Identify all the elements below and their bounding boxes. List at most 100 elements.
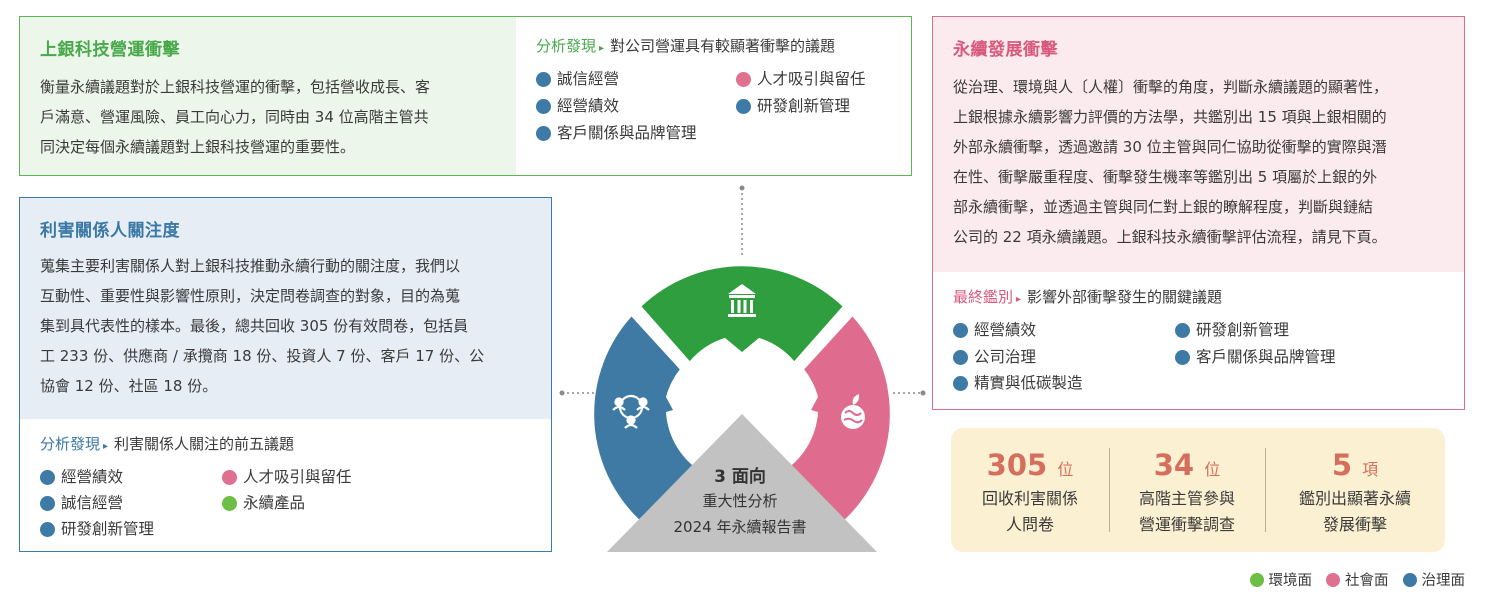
issue-item: 經營績效 <box>536 95 619 117</box>
legend-item-governance: 治理面 <box>1402 569 1466 590</box>
governance-dot-icon <box>1175 322 1190 338</box>
stakeholder-title: 利害關係人關注度 <box>40 221 180 241</box>
environment-dot-icon <box>222 495 237 511</box>
operations-impact-panel: 上銀科技營運衝擊 衡量永續議題對於上銀科技營運的衝擊，包括營收成長、客 戶滿意、… <box>19 16 912 176</box>
arrow-right-icon: ▸ <box>599 43 605 54</box>
governance-dot-icon <box>536 125 551 141</box>
issue-item: 研發創新管理 <box>736 95 850 117</box>
stakeholder-finding-heading: 分析發現▸ 利害關係人關注的前五議題 <box>40 433 531 458</box>
impact-description: 永續發展衝擊 從治理、環境與人〔人權〕衝擊的角度，判斷永續議題的顯著性， 上銀根… <box>933 17 1464 272</box>
issue-item: 客戶關係與品牌管理 <box>1175 346 1336 368</box>
issue-label: 客戶關係與品牌管理 <box>557 124 697 142</box>
connector-dot <box>559 390 565 396</box>
issue-label: 誠信經營 <box>557 70 620 88</box>
stakeholder-body-line: 蒐集主要利害關係人對上銀科技推動永續行動的關注度，我們以 <box>40 257 461 275</box>
issue-label: 客戶關係與品牌管理 <box>1196 348 1336 366</box>
issue-item: 客戶關係與品牌管理 <box>536 122 697 144</box>
stat-label: 高階主管參與 <box>1138 489 1235 508</box>
stat-label: 人問卷 <box>1005 515 1054 534</box>
stakeholder-body-line: 集到具代表性的樣本。最後，總共回收 305 份有效問卷，包括員 <box>40 317 469 335</box>
issue-label: 研發創新管理 <box>1196 321 1290 339</box>
stat-divider <box>1109 448 1110 532</box>
social-dot-icon <box>736 71 751 87</box>
issue-item: 研發創新管理 <box>1175 319 1289 341</box>
governance-dot-icon <box>1402 572 1417 587</box>
social-dot-icon <box>1326 572 1340 587</box>
governance-dot-icon <box>536 71 551 87</box>
social-dot-icon <box>222 469 237 485</box>
stakeholder-body-line: 協會 12 份、社區 18 份。 <box>40 377 218 395</box>
finding-text: 對公司營運具有較顯著衝擊的議題 <box>610 37 836 55</box>
institution-icon <box>728 284 756 317</box>
stakeholder-findings: 分析發現▸ 利害關係人關注的前五議題 經營績效 人才吸引與留任 誠信經營 永續產品… <box>20 419 551 551</box>
issue-item: 人才吸引與留任 <box>222 466 352 488</box>
impact-body-line: 在性、衝擊嚴重程度、衝擊發生機率等鑑別出 5 項屬於上銀的外 <box>953 168 1378 186</box>
governance-ring-segment-top <box>641 266 843 362</box>
materiality-ring-diagram <box>559 185 926 552</box>
stat-number: 5 <box>1331 448 1353 482</box>
stakeholder-description: 利害關係人關注度 蒐集主要利害關係人對上銀科技推動永續行動的關注度，我們以 互動… <box>20 198 551 419</box>
impact-body-line: 從治理、環境與人〔人權〕衝擊的角度，判斷永續議題的顯著性， <box>953 78 1389 96</box>
impact-body-line: 公司的 22 項永續議題。上銀科技永續衝擊評估流程，請見下頁。 <box>953 228 1387 246</box>
stat-unit: 位 <box>1057 460 1074 479</box>
impact-title: 永續發展衝擊 <box>953 40 1058 60</box>
issue-label: 研發創新管理 <box>61 520 155 538</box>
stat-questionnaires: 305 位 回收利害關係人問卷 <box>951 428 1109 552</box>
governance-dot-icon <box>1175 349 1190 365</box>
stat-label: 營運衝擊調查 <box>1138 515 1235 534</box>
stat-label: 回收利害關係 <box>981 489 1078 508</box>
governance-dot-icon <box>953 322 968 338</box>
finding-tag: 分析發現 <box>536 37 597 55</box>
stat-executives: 34 位 高階主管參與營運衝擊調查 <box>1109 428 1265 552</box>
legend-item-environment: 環境面 <box>1249 569 1313 590</box>
impact-ring-segment-right <box>779 316 890 534</box>
operations-body-line: 戶滿意、營運風險、員工向心力，同時由 34 位高階主管共 <box>40 108 429 126</box>
finding-text: 影響外部衝擊發生的關鍵議題 <box>1027 288 1223 306</box>
issue-label: 誠信經營 <box>61 494 124 512</box>
finding-tag: 最終鑑別 <box>953 288 1014 306</box>
arrow-right-icon: ▸ <box>103 441 109 452</box>
impact-findings: 最終鑑別▸ 影響外部衝擊發生的關鍵議題 經營績效 研發創新管理 公司治理 客戶關係… <box>933 272 1464 409</box>
environment-dot-icon <box>1249 572 1264 587</box>
issue-item: 研發創新管理 <box>40 518 154 540</box>
impact-body-line: 部永續衝擊，並透過主管與同仁對上銀的瞭解程度，判斷與鏈結 <box>953 198 1374 216</box>
legend-label: 社會面 <box>1345 573 1389 589</box>
stakeholder-body-line: 工 233 份、供應商 / 承攬商 18 份、投資人 7 份、客戶 17 份、公 <box>40 347 485 365</box>
legend: 環境面 社會面 治理面 <box>1249 569 1466 590</box>
issue-label: 經營績效 <box>61 468 124 486</box>
issue-label: 精實與低碳製造 <box>974 374 1083 392</box>
issue-label: 經營績效 <box>557 97 620 115</box>
stakeholder-body-line: 互動性、重要性與影響性原則，決定問卷調查的對象，目的為蒐 <box>40 287 461 305</box>
people-network-icon <box>612 394 650 429</box>
legend-item-social: 社會面 <box>1326 569 1389 590</box>
operations-title: 上銀科技營運衝擊 <box>40 40 180 60</box>
stat-impacts: 5 項 鑑別出顯著永續發展衝擊 <box>1265 428 1445 552</box>
stat-divider <box>1265 448 1266 532</box>
finding-tag: 分析發現 <box>40 435 101 453</box>
governance-dot-icon <box>736 98 751 114</box>
governance-dot-icon <box>40 495 55 511</box>
stat-unit: 位 <box>1204 460 1221 479</box>
connector-dot <box>739 185 745 191</box>
issue-item: 永續產品 <box>222 492 305 514</box>
center-triangle <box>607 414 877 552</box>
issue-label: 人才吸引與留任 <box>243 468 352 486</box>
connector-dot <box>920 390 926 396</box>
issue-label: 公司治理 <box>974 348 1037 366</box>
issue-item: 經營績效 <box>953 319 1036 341</box>
governance-dot-icon <box>40 469 55 485</box>
stat-label: 發展衝擊 <box>1322 515 1387 534</box>
issue-item: 誠信經營 <box>536 68 619 90</box>
legend-label: 治理面 <box>1421 573 1466 589</box>
arrow-right-icon: ▸ <box>1016 294 1022 305</box>
operations-body-line: 同決定每個永續議題對上銀科技營運的重要性。 <box>40 138 356 156</box>
operations-description: 上銀科技營運衝擊 衡量永續議題對於上銀科技營運的衝擊，包括營收成長、客 戶滿意、… <box>20 17 516 175</box>
operations-findings: 分析發現▸對公司營運具有較顯著衝擊的議題 誠信經營 人才吸引與留任 經營績效 研… <box>516 17 911 175</box>
issue-label: 研發創新管理 <box>757 97 851 115</box>
issue-label: 永續產品 <box>243 494 306 512</box>
finding-text: 利害關係人關注的前五議題 <box>114 435 295 453</box>
issue-item: 精實與低碳製造 <box>953 372 1083 394</box>
impact-body-line: 外部永續衝擊，透過邀請 30 位主管與同仁協助從衝擊的實際與潛 <box>953 138 1387 156</box>
operations-body-line: 衡量永續議題對於上銀科技營運的衝擊，包括營收成長、客 <box>40 78 431 96</box>
legend-label: 環境面 <box>1268 573 1313 589</box>
